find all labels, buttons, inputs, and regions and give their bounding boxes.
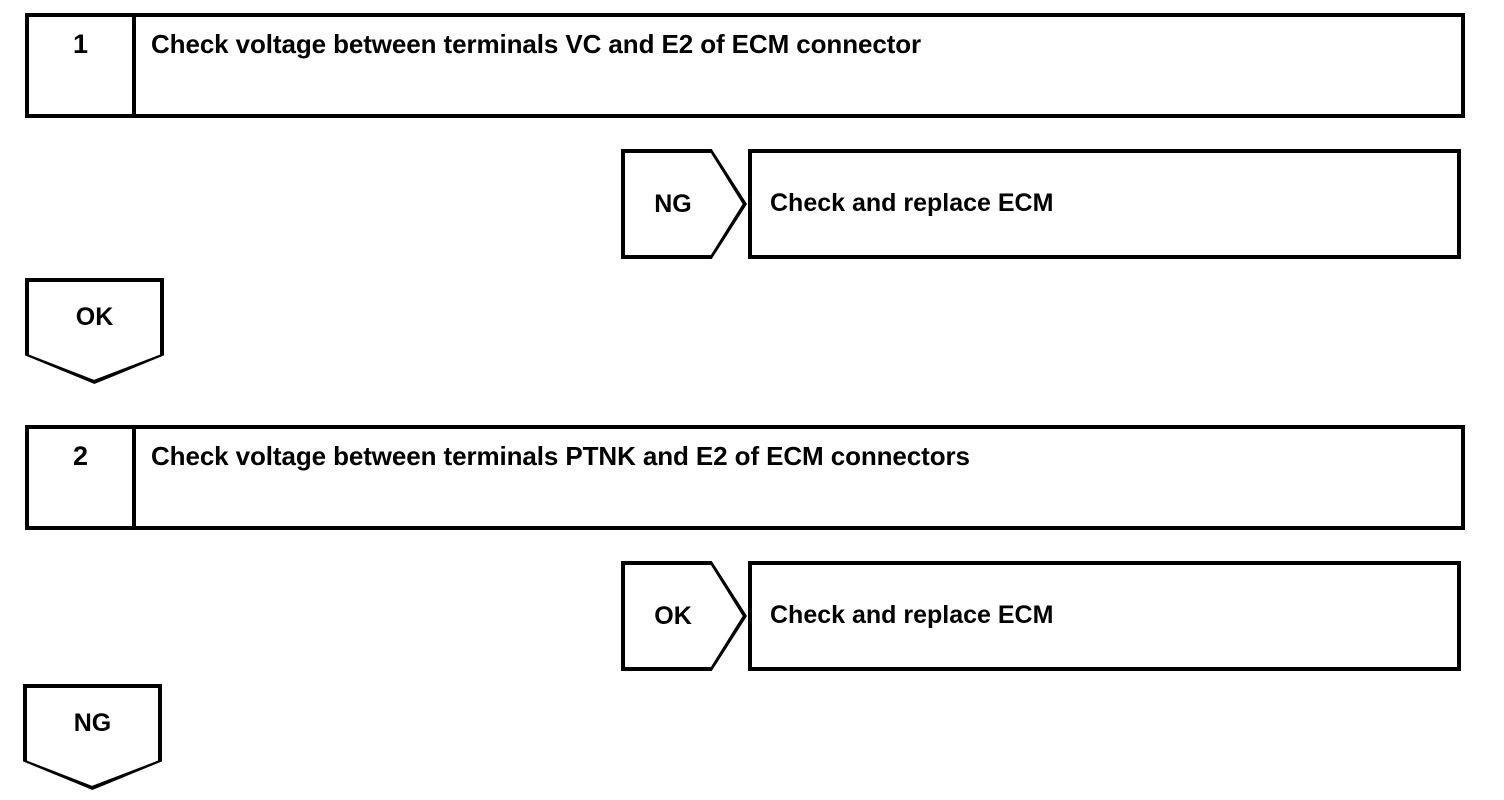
result-box-ok-2: Check and replace ECM (748, 561, 1461, 671)
step-instruction-2: Check voltage between terminals PTNK and… (151, 441, 970, 471)
pentagon-down-icon (23, 684, 162, 790)
judgement-tag-ng-2: NG (23, 684, 162, 790)
pentagon-right-icon (621, 149, 747, 259)
step-row-1: 1 Check voltage between terminals VC and… (25, 13, 1465, 118)
step-number-1: 1 (29, 17, 136, 114)
judgement-tag-ok-1: OK (25, 278, 164, 384)
pentagon-right-icon (621, 561, 747, 671)
judgement-tag-ok-2: OK (621, 561, 747, 671)
pentagon-down-icon (25, 278, 164, 384)
result-box-label: Check and replace ECM (770, 601, 1054, 630)
step-row-2: 2 Check voltage between terminals PTNK a… (25, 425, 1465, 530)
result-box-ng-1: Check and replace ECM (748, 149, 1461, 259)
result-box-label: Check and replace ECM (770, 189, 1054, 218)
judgement-tag-ng-1: NG (621, 149, 747, 259)
step-number-2: 2 (29, 429, 136, 526)
step-instruction-1: Check voltage between terminals VC and E… (151, 29, 922, 59)
